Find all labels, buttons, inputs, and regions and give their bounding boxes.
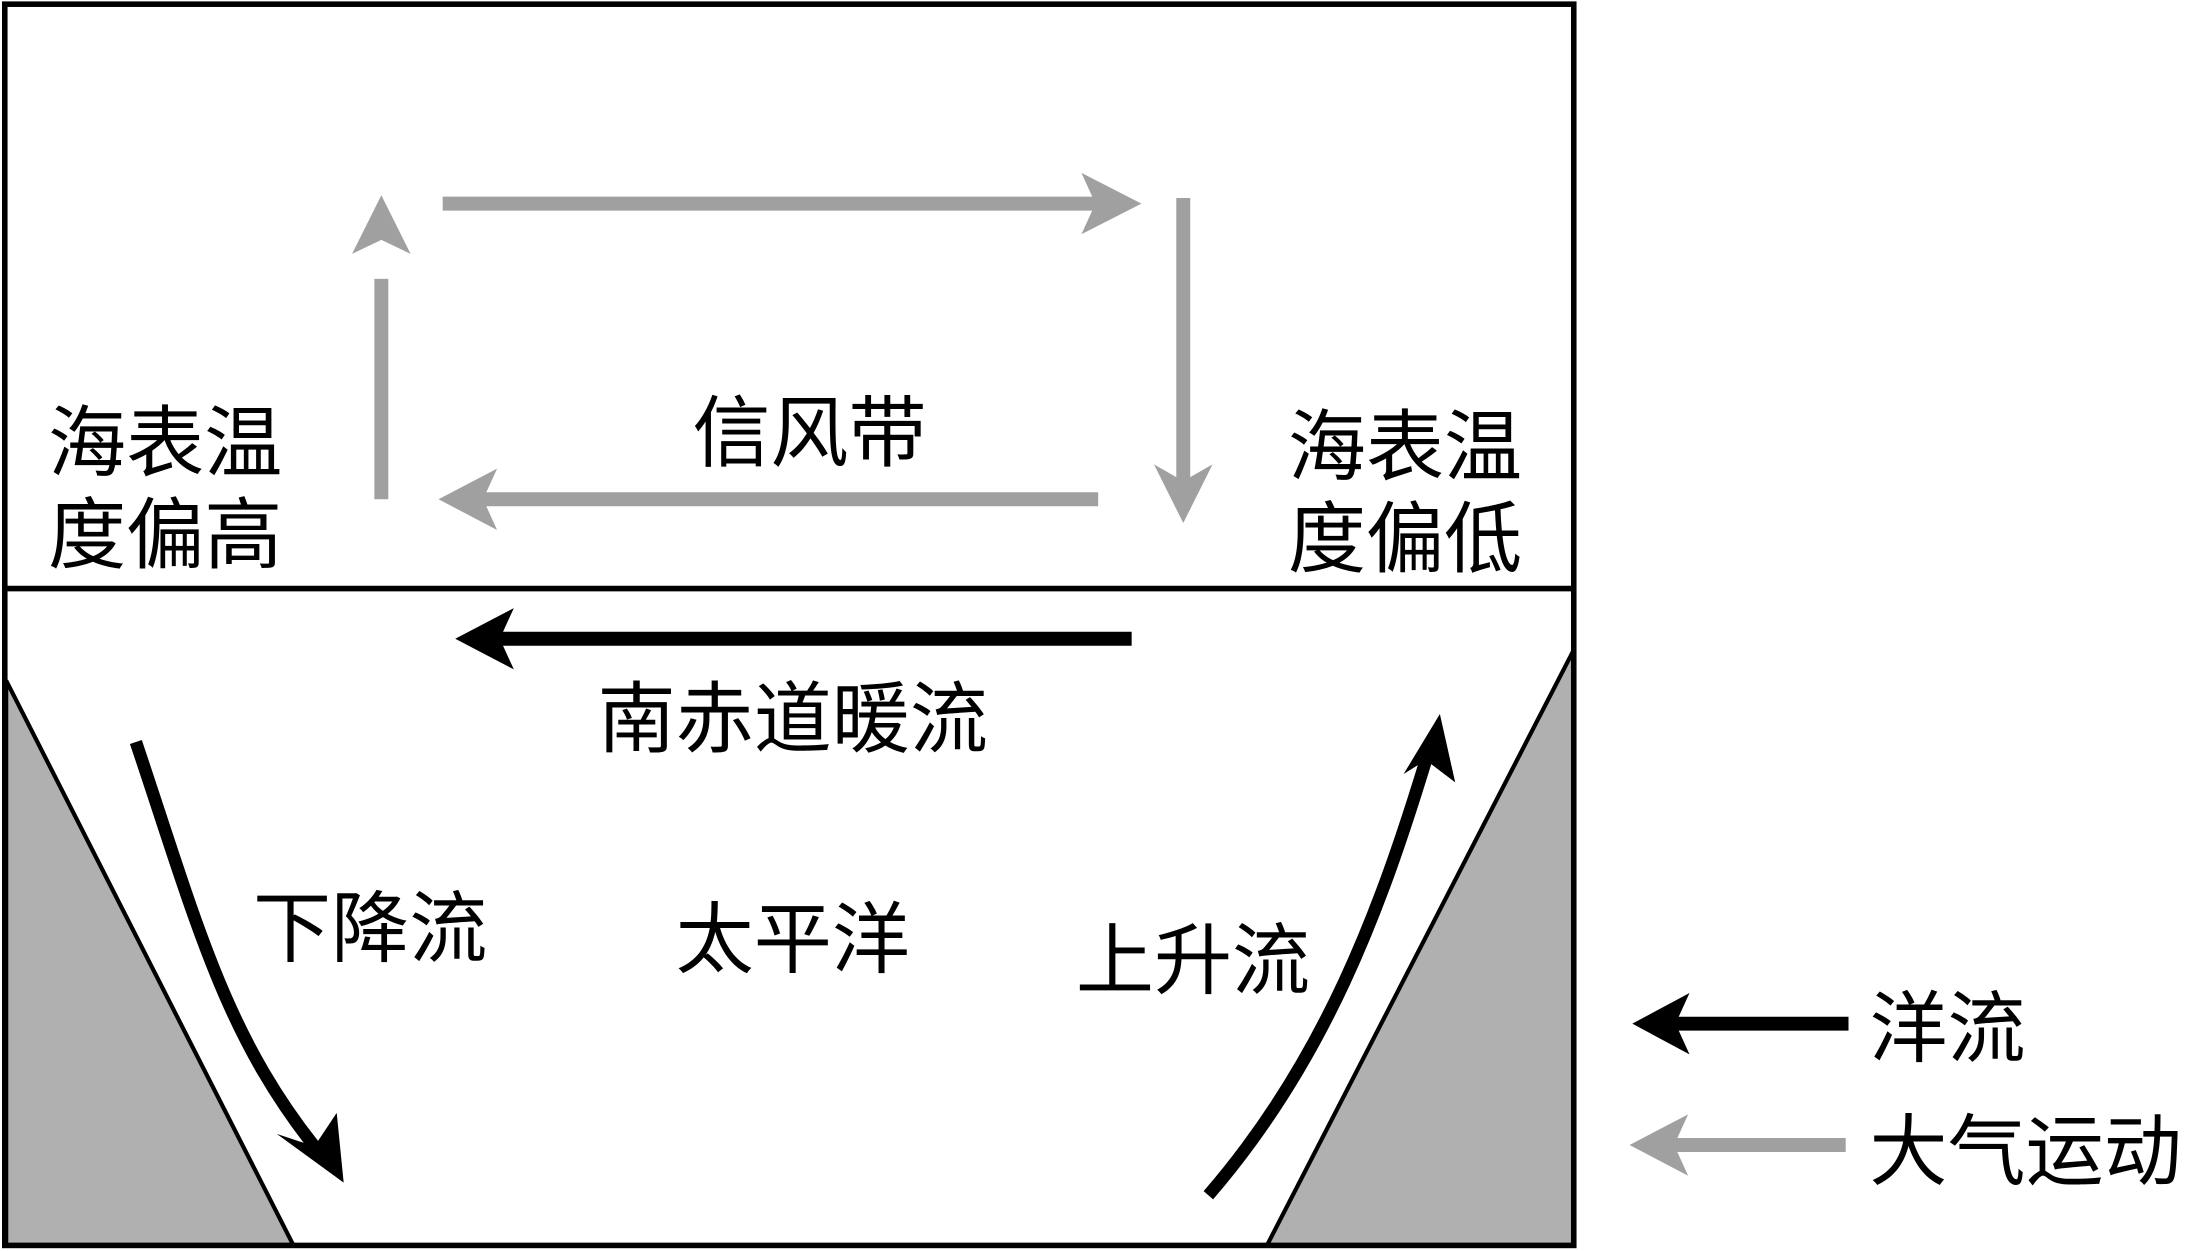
legend-label-ocean-current: 洋流 (1869, 985, 2025, 1075)
upper-flow-arrowhead (1081, 172, 1142, 235)
west-sst-label-line1: 海表温 (48, 399, 282, 489)
east-sst-label-line1: 海表温 (1288, 403, 1522, 493)
downwelling-arrow (129, 739, 320, 1151)
east-sst-label-line2: 度偏低 (1288, 495, 1522, 585)
upwelling-arrowhead (1403, 714, 1456, 783)
downwelling-arrowhead (276, 1112, 344, 1183)
trade-wind-arrowhead (438, 468, 498, 530)
atmospheric-circulation (352, 172, 1213, 530)
legend-ocean-current-arrowhead (1632, 992, 1690, 1055)
surface-current-arrowhead (455, 608, 514, 670)
trade-wind-label: 信风带 (692, 389, 926, 479)
diagram-frame (1, 1, 1577, 1249)
ocean-currents (129, 608, 1456, 1200)
west-sst-label-line2: 度偏高 (48, 491, 282, 581)
upwelling-label: 上升流 (1076, 916, 1310, 1006)
legend: 洋流 大气运动 (1629, 985, 2182, 1197)
east-land-mass (1263, 648, 1576, 1248)
ocean-name-label: 太平洋 (676, 895, 910, 985)
downwelling-label: 下降流 (253, 884, 487, 974)
legend-label-atmosphere: 大气运动 (1869, 1107, 2181, 1197)
legend-atmosphere-arrowhead (1629, 1114, 1689, 1176)
rising-air-arrowhead (352, 195, 411, 254)
upwelling-arrow (1203, 758, 1432, 1200)
surface-current-label: 南赤道暖流 (598, 675, 988, 765)
legend-item-atmosphere: 大气运动 (1629, 1107, 2182, 1197)
sinking-air-arrowhead (1153, 464, 1213, 523)
legend-item-ocean-current: 洋流 (1632, 985, 2026, 1075)
